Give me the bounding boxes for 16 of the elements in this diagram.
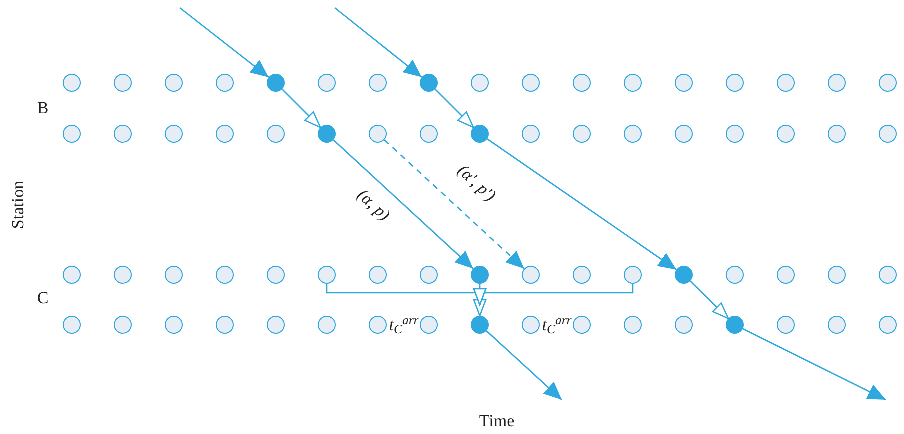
axis-label: Station (10, 180, 26, 230)
arrow (473, 284, 487, 317)
arrow (486, 330, 562, 401)
arrow (333, 140, 474, 270)
arrow (180, 7, 270, 78)
station-label: B (37, 100, 49, 116)
station-label: C (37, 290, 49, 306)
axis-label: Time (479, 412, 515, 430)
arrow (282, 88, 322, 128)
arrow (487, 138, 677, 270)
merge-arrow (473, 284, 634, 306)
arrow (690, 280, 730, 320)
arrow (434, 88, 474, 128)
arrow (334, 7, 422, 78)
arrow (742, 328, 886, 401)
arrow (384, 140, 525, 270)
